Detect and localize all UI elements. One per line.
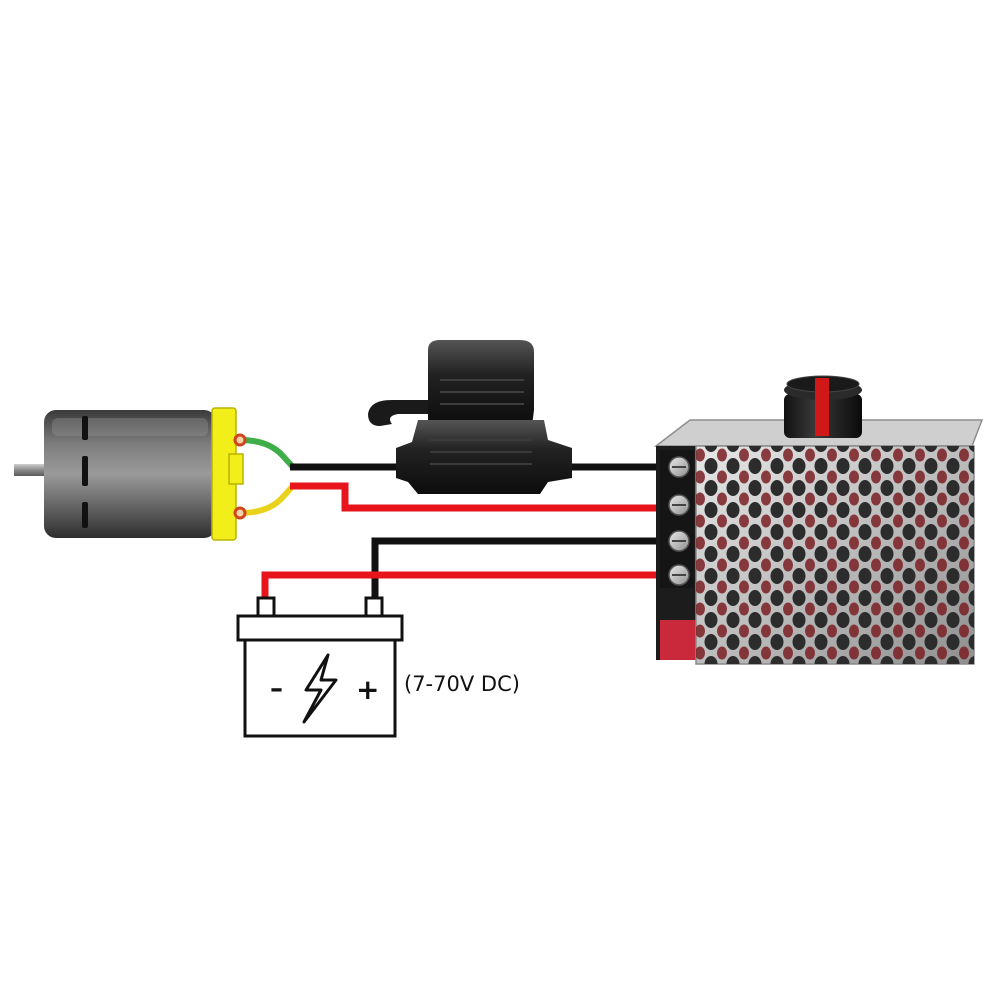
motor-lead-green-wire — [237, 437, 295, 469]
pwm-speed-controller — [653, 375, 984, 665]
terminal-1 — [668, 456, 690, 478]
supply-voltage-label: (7-70V DC) — [404, 672, 520, 696]
terminal-2 — [668, 494, 690, 516]
fuse-cap — [428, 340, 534, 426]
terminal-3 — [668, 530, 690, 552]
battery-terminal-minus — [256, 596, 276, 618]
fuse-body — [396, 420, 572, 494]
terminal-4 — [668, 564, 690, 586]
battery-plus-symbol: + — [356, 673, 379, 706]
blade-fuse-holder — [368, 340, 572, 494]
battery-lid — [236, 614, 404, 642]
knob-indicator — [815, 378, 829, 436]
terminal-block — [660, 450, 694, 588]
battery-minus-symbol: – — [270, 674, 283, 704]
motor-terminal-a — [233, 433, 247, 447]
battery: – + — [236, 596, 404, 738]
lightning-bolt-icon — [302, 653, 338, 724]
motor-slots — [82, 416, 88, 528]
speed-knob[interactable] — [784, 375, 862, 438]
battery-positive-wire — [261, 571, 672, 605]
battery-terminal-plus — [364, 596, 384, 618]
motor-positive-wire — [290, 482, 672, 512]
motor-terminal-b — [233, 506, 247, 520]
dc-motor — [14, 407, 247, 541]
battery-body — [243, 638, 397, 738]
wires — [237, 437, 672, 605]
motor-lead-yellow-wire — [237, 484, 295, 516]
battery-negative-wire — [371, 537, 672, 605]
motor-shaft — [14, 464, 48, 476]
